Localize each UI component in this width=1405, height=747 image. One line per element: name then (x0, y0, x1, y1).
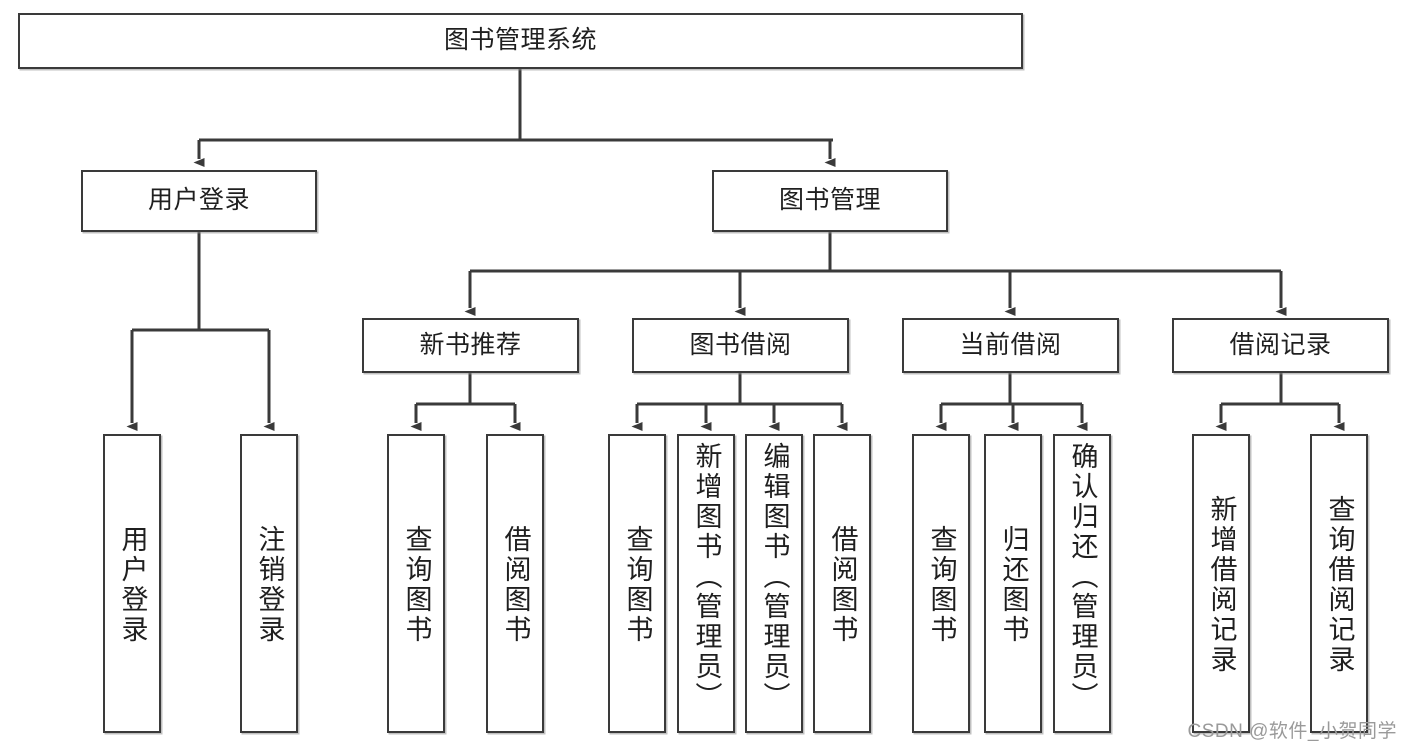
node-root[interactable]: 图书管理系统 (18, 13, 1023, 69)
node-leaf-query-book-3-label: 查询图书 (926, 524, 957, 645)
node-leaf-user-logout-label: 注销登录 (254, 524, 285, 645)
node-leaf-query-book-2-label: 查询图书 (622, 524, 653, 645)
node-leaf-query-book-2[interactable]: 查询图书 (608, 434, 666, 733)
node-leaf-add-record[interactable]: 新增借阅记录 (1192, 434, 1250, 733)
node-book-manage[interactable]: 图书管理 (712, 170, 948, 232)
node-current-borrow[interactable]: 当前借阅 (902, 318, 1119, 373)
node-book-borrow-label: 图书借阅 (689, 330, 792, 359)
node-book-manage-label: 图书管理 (778, 186, 881, 215)
node-leaf-user-logout[interactable]: 注销登录 (240, 434, 298, 733)
node-borrow-record-label: 借阅记录 (1229, 330, 1332, 359)
node-leaf-edit-book-label: 编辑图书（管理员） (759, 442, 790, 712)
node-leaf-query-record-label: 查询借阅记录 (1324, 494, 1355, 675)
node-leaf-user-login-label: 用户登录 (117, 524, 148, 645)
node-new-book-rec-label: 新书推荐 (419, 330, 522, 359)
node-leaf-query-book-1[interactable]: 查询图书 (387, 434, 445, 733)
node-leaf-borrow-book-2[interactable]: 借阅图书 (813, 434, 871, 733)
node-leaf-confirm-return[interactable]: 确认归还（管理员） (1053, 434, 1111, 733)
node-leaf-return-book-label: 归还图书 (998, 524, 1029, 645)
csdn-watermark: CSDN @软件_小贺同学 (1187, 721, 1397, 742)
node-leaf-borrow-book-2-label: 借阅图书 (827, 524, 858, 645)
node-leaf-borrow-book-1[interactable]: 借阅图书 (486, 434, 544, 733)
node-leaf-edit-book[interactable]: 编辑图书（管理员） (745, 434, 803, 733)
node-leaf-query-record[interactable]: 查询借阅记录 (1310, 434, 1368, 733)
node-leaf-confirm-return-label: 确认归还（管理员） (1067, 442, 1098, 712)
node-leaf-query-book-3[interactable]: 查询图书 (912, 434, 970, 733)
node-root-label: 图书管理系统 (443, 26, 597, 55)
node-borrow-record[interactable]: 借阅记录 (1172, 318, 1389, 373)
node-book-borrow[interactable]: 图书借阅 (632, 318, 849, 373)
node-current-borrow-label: 当前借阅 (959, 330, 1062, 359)
node-leaf-query-book-1-label: 查询图书 (401, 524, 432, 645)
node-leaf-add-book[interactable]: 新增图书（管理员） (677, 434, 735, 733)
node-leaf-user-login[interactable]: 用户登录 (103, 434, 161, 733)
node-leaf-borrow-book-1-label: 借阅图书 (500, 524, 531, 645)
node-user-login[interactable]: 用户登录 (81, 170, 317, 232)
node-leaf-add-book-label: 新增图书（管理员） (691, 442, 722, 712)
node-user-login-label: 用户登录 (147, 186, 250, 215)
node-leaf-add-record-label: 新增借阅记录 (1206, 494, 1237, 675)
node-new-book-rec[interactable]: 新书推荐 (362, 318, 579, 373)
node-leaf-return-book[interactable]: 归还图书 (984, 434, 1042, 733)
